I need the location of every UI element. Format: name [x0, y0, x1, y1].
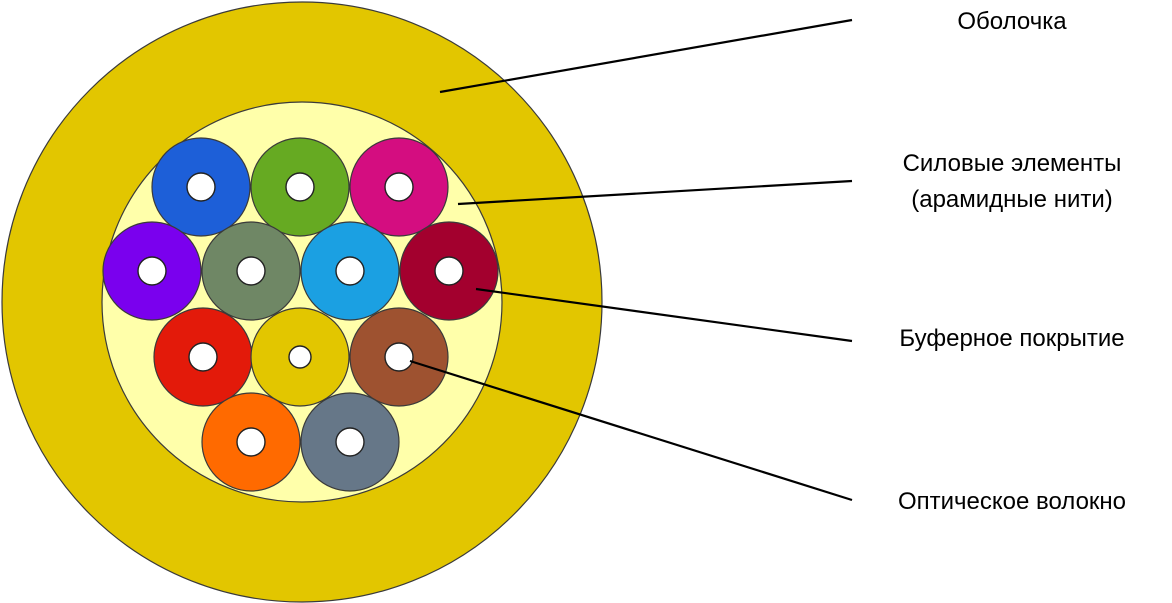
leader-line-buffer — [475, 287, 853, 343]
buffered-fibers — [102, 137, 499, 492]
fiber-core-slate — [335, 427, 365, 457]
fiber-core-violet — [137, 256, 167, 286]
label-buffer-coating: Буферное покрытие — [899, 325, 1124, 352]
fiber-core-sky-blue — [335, 256, 365, 286]
fiber-core-red — [188, 342, 218, 372]
label-optical-fiber: Оптическое волокно — [898, 488, 1126, 515]
leader-line-strength — [457, 179, 853, 206]
leader-line-sheath — [439, 18, 853, 94]
fiber-core-orange — [236, 427, 266, 457]
fiber-core-blue — [186, 172, 216, 202]
label-strength-members-line1: Силовые элементы — [903, 150, 1122, 177]
fiber-core-crimson — [434, 256, 464, 286]
fiber-core-brown — [384, 342, 414, 372]
leader-line-fiber — [409, 359, 853, 502]
fiber-core-yellow — [288, 345, 312, 369]
fiber-core-magenta — [384, 172, 414, 202]
fiber-core-olive-grey — [236, 256, 266, 286]
label-sheath: Оболочка — [957, 8, 1067, 35]
fiber-core-green — [285, 172, 315, 202]
label-strength-members-line2: (арамидные нити) — [911, 186, 1113, 213]
